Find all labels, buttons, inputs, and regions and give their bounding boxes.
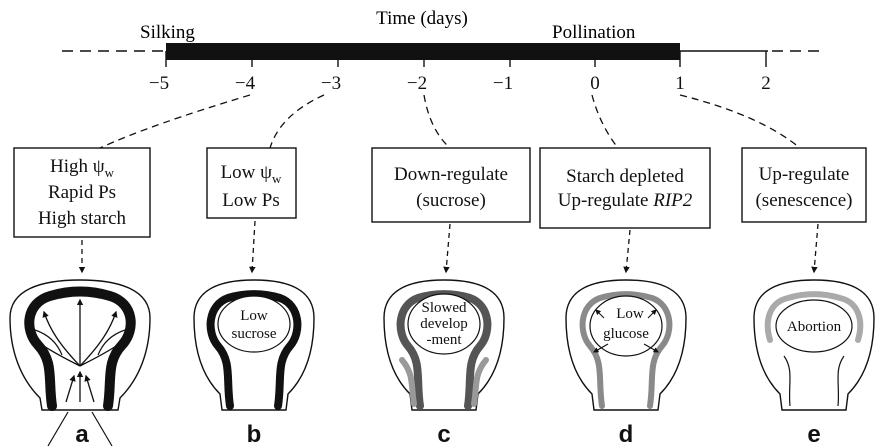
base-lines <box>47 411 113 447</box>
ovary-c: Slowed develop -ment <box>383 279 505 411</box>
panel-letter-a: a <box>75 421 89 448</box>
connectors <box>99 94 801 149</box>
embryo-sac <box>589 295 663 357</box>
timeline-title: Time (days) <box>376 8 468 29</box>
tick-label: 1 <box>675 73 685 94</box>
stage-box-b <box>206 147 297 219</box>
embryo-sac <box>407 293 481 355</box>
ovary-a <box>9 279 151 447</box>
pollination-label: Pollination <box>552 22 636 43</box>
tick-label: −3 <box>321 73 341 94</box>
box-b-line-1: Low ψw <box>221 162 282 186</box>
tick-label: 0 <box>590 73 600 94</box>
connector-b <box>269 94 325 149</box>
connector-e <box>679 94 801 149</box>
down-arrows <box>78 220 819 274</box>
tick-marks <box>165 51 767 67</box>
box-a-line-3: High starch <box>38 208 127 229</box>
inner-line-2: develop <box>420 316 467 332</box>
arrow-d <box>623 229 631 274</box>
embryo-sac <box>775 299 853 353</box>
stage-box-d <box>539 147 711 229</box>
tick-label: −4 <box>235 73 256 94</box>
inner-line-2: glucose <box>603 326 649 342</box>
box-d-line-2: Up-regulate RIP2 <box>558 190 693 211</box>
ovary-tissue <box>24 286 136 411</box>
inner-line-1: Slowed <box>422 300 468 316</box>
timeline: Time (days) Silking Pollination −5 −4 −3… <box>62 8 826 94</box>
flow-arrows <box>29 298 131 403</box>
inner-line-3: -ment <box>427 332 463 348</box>
tick-label: −2 <box>407 73 427 94</box>
ovary-d: Low glucose <box>565 279 687 411</box>
panel-letter-b: b <box>247 421 262 448</box>
ovary-b: Low sucrose <box>193 279 315 411</box>
silking-label: Silking <box>140 22 195 43</box>
box-d-line-1: Starch depleted <box>566 166 684 187</box>
arrow-c <box>443 223 451 274</box>
box-e-line-1: Up-regulate <box>759 164 850 185</box>
connector-d <box>591 94 619 149</box>
tick-label: −1 <box>493 73 513 94</box>
connector-c <box>423 94 451 149</box>
tick-label: 2 <box>761 73 771 94</box>
box-a-line-1: High ψw <box>50 156 115 180</box>
stage-box-a <box>13 147 151 238</box>
panel-letter-c: c <box>437 421 450 448</box>
stalk-lines <box>783 355 845 407</box>
tick-label: −5 <box>149 73 169 94</box>
ovary-tissue-faded <box>399 357 489 407</box>
inner-line-1: Low <box>240 308 268 324</box>
stage-box-e <box>741 147 867 223</box>
inner-line-1: Low <box>616 306 644 322</box>
panel-letter-e: e <box>807 421 820 448</box>
box-c-line-1: Down-regulate <box>394 164 508 185</box>
timeline-bar <box>166 43 680 60</box>
arrow-e <box>811 223 819 274</box>
arrow-b <box>249 220 256 274</box>
flow-arrows <box>593 309 659 353</box>
box-e-line-2: (senescence) <box>755 190 852 211</box>
ovary-ridge <box>34 329 126 356</box>
inner-line-2: sucrose <box>232 326 277 342</box>
connector-a <box>99 94 251 149</box>
ovary-tissue <box>764 291 864 343</box>
inner-line-1: Abortion <box>787 319 842 335</box>
box-b-line-2: Low Ps <box>222 190 280 211</box>
box-a-line-2: Rapid Ps <box>48 182 116 203</box>
embryo-sac <box>217 295 291 353</box>
box-c-line-2: (sucrose) <box>416 190 486 211</box>
panel-letter-d: d <box>619 421 634 448</box>
ovary-e: Abortion <box>753 279 875 411</box>
ovary-tissue <box>206 290 302 410</box>
boxes <box>13 147 867 238</box>
stage-box-c <box>371 147 531 223</box>
